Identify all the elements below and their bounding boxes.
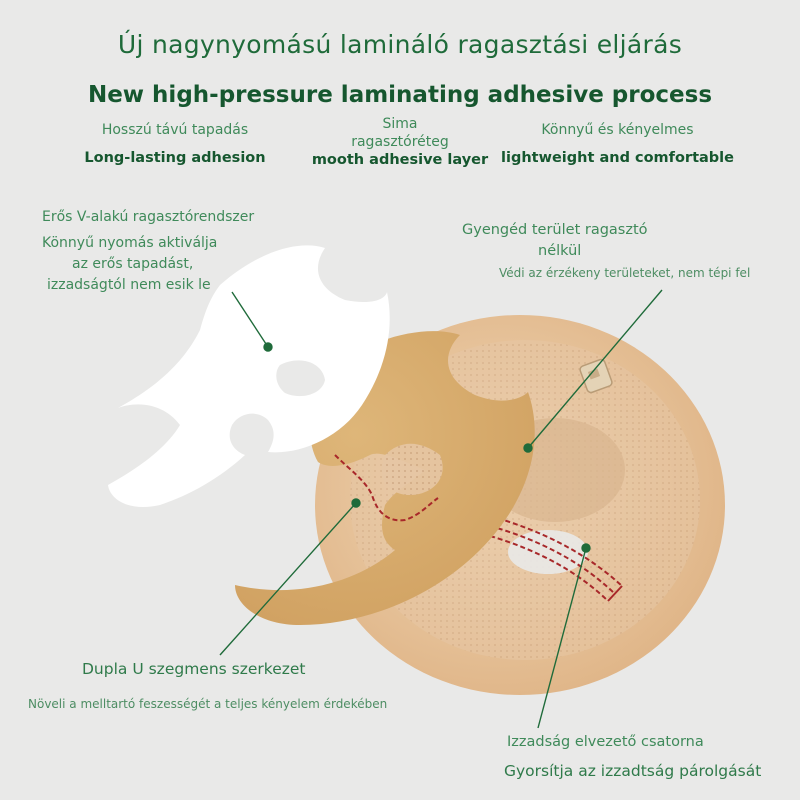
- callout-title-line1: Gyengéd terület ragasztó: [462, 222, 648, 238]
- leader-lines: [219, 289, 663, 729]
- callout-sweat-desc: Gyorsítja az izzadtság párolgását: [504, 762, 762, 780]
- callout-line: izzadságtól nem esik le: [47, 277, 211, 293]
- feature-hu-label: Hosszú távú tapadás: [101, 122, 249, 138]
- sweat-channel: [489, 515, 623, 602]
- white-adhesive-pad: [108, 245, 390, 508]
- feature-smooth-layer: Sima ragasztóréteg mooth adhesive layer: [300, 115, 500, 168]
- feature-hu-label-line2: ragasztóréteg: [351, 134, 449, 150]
- callout-title-line2: nélkül: [538, 243, 582, 259]
- feature-long-lasting: Hosszú távú tapadás Long-lasting adhesio…: [70, 122, 280, 166]
- feature-en-label: mooth adhesive layer: [311, 152, 489, 168]
- callout-sweat-title: Izzadság elvezető csatorna: [507, 734, 704, 750]
- callout-line: az erős tapadást,: [72, 256, 194, 272]
- seam-dashes: [334, 454, 439, 522]
- callout-line: Könnyű nyomás aktiválja: [42, 235, 218, 251]
- callout-desc: Védi az érzékeny területeket, nem tépi f…: [499, 266, 751, 280]
- feature-hu-label: Könnyű és kényelmes: [541, 122, 694, 138]
- tan-adhesive-pad: [235, 331, 535, 625]
- page-title-hungarian: Új nagynyomású lamináló ragasztási eljár…: [117, 30, 683, 59]
- feature-hu-label-line1: Sima: [382, 116, 418, 132]
- callout-double-u-desc: Növeli a melltartó feszességét a teljes …: [28, 697, 388, 711]
- feature-en-label: lightweight and comfortable: [501, 150, 734, 166]
- page-title-english: New high-pressure laminating adhesive pr…: [87, 82, 713, 108]
- callout-title: Erős V-alakú ragasztórendszer: [42, 209, 255, 225]
- callout-double-u-title: Dupla U szegmens szerkezet: [82, 660, 306, 678]
- feature-en-label: Long-lasting adhesion: [84, 150, 266, 166]
- callout-v-system: Erős V-alakú ragasztórendszer Könnyű nyo…: [42, 207, 302, 296]
- feature-lightweight: Könnyű és kényelmes lightweight and comf…: [500, 122, 735, 166]
- callout-gentle-area: Gyengéd terület ragasztó nélkül Védi az …: [462, 220, 762, 280]
